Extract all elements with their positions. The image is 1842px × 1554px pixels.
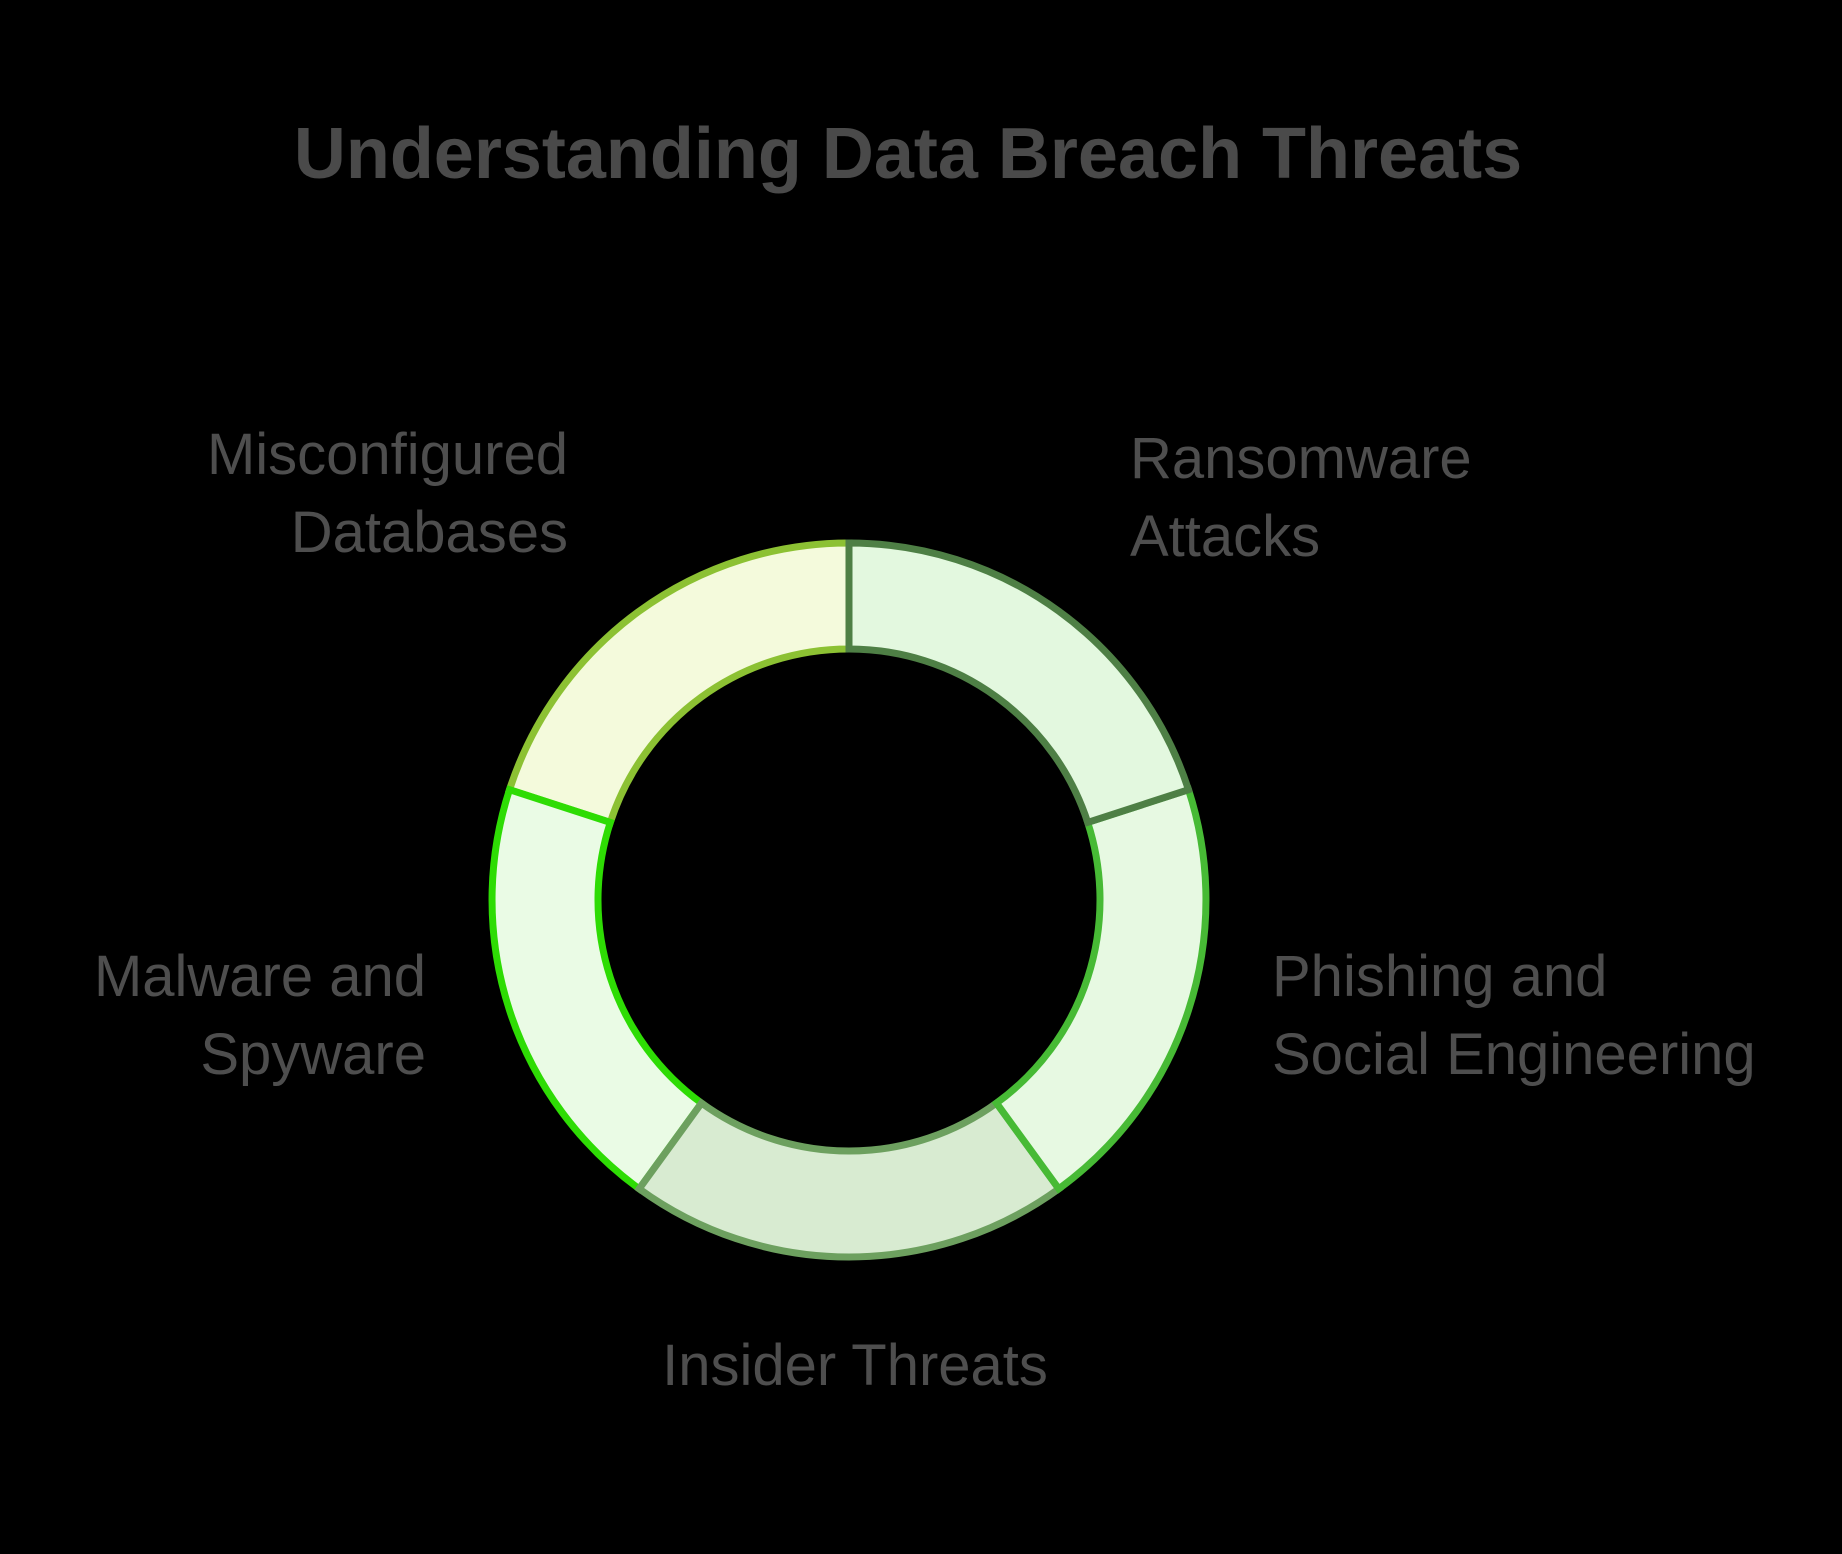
label-malware-spyware: Malware and Spyware (94, 938, 426, 1094)
label-line: Ransomware (1130, 426, 1472, 491)
label-misconfigured-databases: Misconfigured Databases (207, 416, 568, 572)
donut-segments (488, 539, 1210, 1261)
label-line: Social Engineering (1272, 1022, 1756, 1087)
page-title: Understanding Data Breach Threats (293, 114, 1523, 194)
donut-segment-insider-threats (634, 1098, 1064, 1261)
label-line: Spyware (200, 1022, 426, 1087)
label-line: Insider Threats (662, 1333, 1048, 1398)
donut-segment-misconfigured-databases (505, 539, 853, 827)
donut-segment-malware-spyware (488, 785, 707, 1194)
label-line: Attacks (1130, 504, 1321, 569)
label-line: Databases (290, 500, 568, 565)
label-ransomware-attacks: Ransomware Attacks (1130, 420, 1472, 576)
label-phishing-social-engineering: Phishing and Social Engineering (1272, 938, 1756, 1094)
label-line: Malware and (93, 944, 426, 1009)
label-insider-threats: Insider Threats (0, 1327, 1776, 1405)
label-line: Phishing and (1272, 944, 1608, 1009)
donut-segment-ransomware-attacks (845, 539, 1193, 827)
donut-segment-phishing-social-engineering (991, 785, 1210, 1194)
label-line: Misconfigured (206, 422, 568, 487)
